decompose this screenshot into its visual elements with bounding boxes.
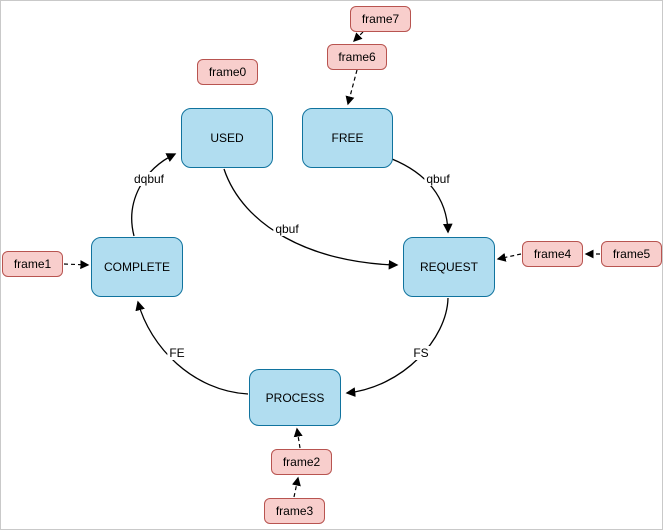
frame-node-frame3: frame3 — [264, 498, 325, 524]
frame-node-frame0: frame0 — [197, 59, 258, 85]
edge-frame4-request — [496, 252, 522, 262]
edge-used-request — [223, 168, 399, 270]
state-request: REQUEST — [403, 237, 495, 297]
edge-frame2-process — [293, 427, 303, 449]
edge-frame1-complete — [63, 260, 90, 270]
edge-label-qbuf-free: qbuf — [424, 172, 452, 186]
edge-label-dqbuf: dqbuf — [131, 172, 167, 186]
frame-node-frame4: frame4 — [522, 241, 583, 267]
edge-frame3-frame2 — [292, 476, 301, 498]
frame-node-frame6: frame6 — [327, 44, 387, 70]
state-process: PROCESS — [249, 369, 341, 426]
edge-frame6-free — [345, 69, 358, 106]
frame-node-frame2: frame2 — [271, 449, 332, 475]
edge-label-fs: FS — [411, 346, 431, 360]
edge-label-qbuf-used: qbuf — [273, 222, 301, 236]
edge-label-fe: FE — [167, 346, 187, 360]
state-complete: COMPLETE — [91, 237, 183, 297]
frame-node-frame7: frame7 — [350, 6, 411, 32]
edge-frame7-frame6 — [353, 31, 364, 42]
edge-free-request — [391, 158, 453, 234]
frame-node-frame5: frame5 — [601, 241, 662, 267]
frame-node-frame1: frame1 — [2, 251, 63, 277]
edge-process-complete — [135, 300, 249, 395]
state-free: FREE — [302, 108, 393, 168]
edge-complete-used — [131, 153, 177, 237]
edge-request-process — [345, 297, 449, 397]
state-used: USED — [181, 108, 273, 168]
